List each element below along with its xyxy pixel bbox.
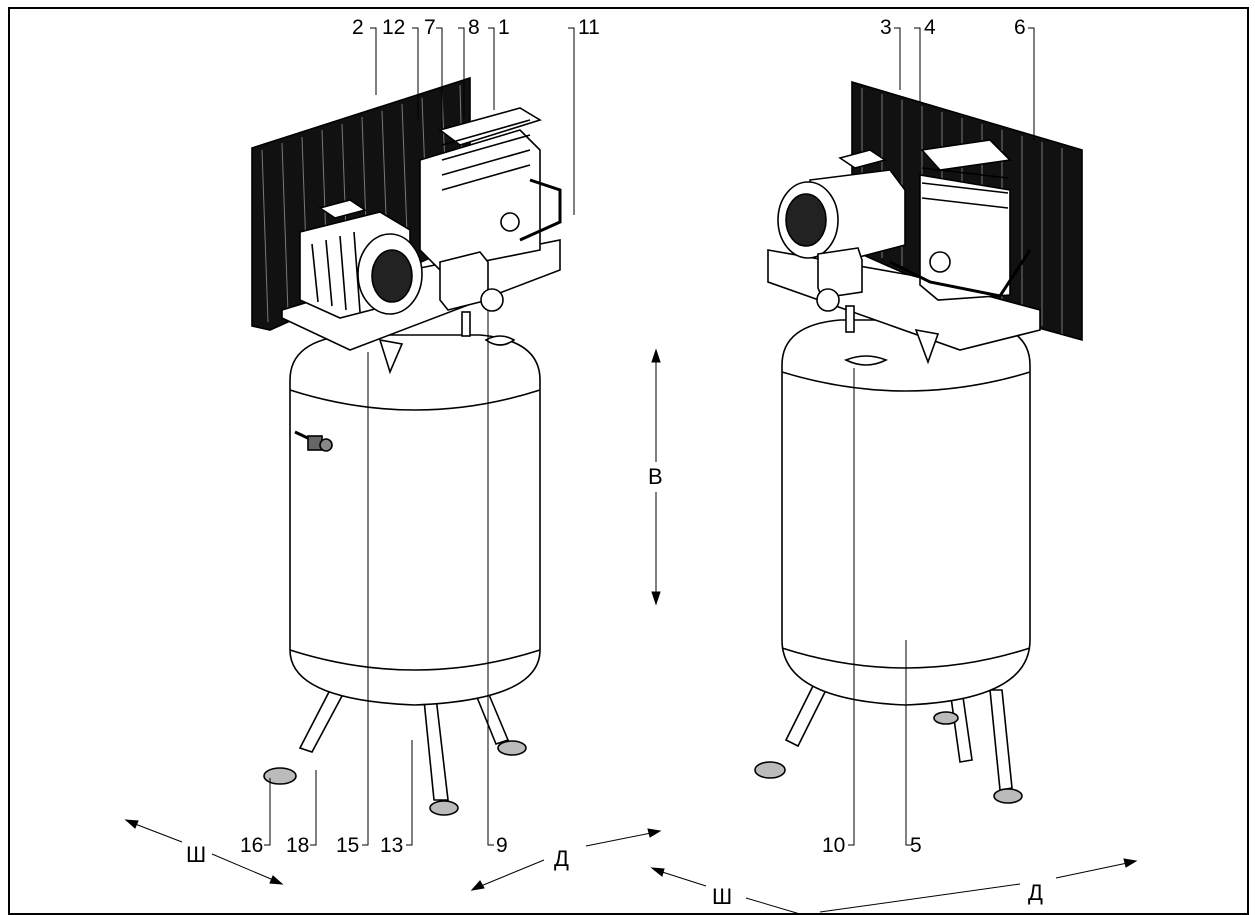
callout-16: 16 xyxy=(240,834,263,857)
pressure-gauge-rear xyxy=(816,288,840,312)
dimension-depth-label-left: Д xyxy=(554,846,569,871)
pressure-switch-rear xyxy=(817,247,863,299)
foot-rear-center xyxy=(933,711,959,725)
safety-valve xyxy=(461,311,471,337)
pump-port xyxy=(500,212,520,232)
tank-seam-top-rear xyxy=(781,371,1031,392)
callout-18: 18 xyxy=(286,834,309,857)
safety-valve-rear xyxy=(845,305,855,333)
foot-rear-right xyxy=(993,788,1023,804)
dimension-width-label-right: Ш xyxy=(712,884,732,909)
callout-3: 3 xyxy=(880,16,892,39)
callout-10: 10 xyxy=(822,834,845,857)
leader-lines xyxy=(264,27,1035,846)
callouts-top-left: 2 12 7 8 1 11 xyxy=(352,16,600,39)
dimension-width-label-left: Ш xyxy=(186,842,206,867)
callouts-bottom-left: 16 18 15 13 9 xyxy=(240,834,508,857)
callouts-top-right: 3 4 6 xyxy=(880,16,1026,39)
foot-rear-left xyxy=(754,761,786,779)
foot-center xyxy=(429,800,459,816)
pump-fins-rear xyxy=(920,139,1012,209)
pump-fins xyxy=(438,107,542,191)
callout-8: 8 xyxy=(468,16,480,39)
dimension-lines xyxy=(124,348,1138,915)
callout-2: 2 xyxy=(352,16,364,39)
pressure-gauge xyxy=(480,288,504,312)
bracket-rear xyxy=(914,328,940,365)
callout-13: 13 xyxy=(380,834,403,857)
pump-block xyxy=(419,129,541,271)
callout-6: 6 xyxy=(1014,16,1026,39)
compressor-front-view xyxy=(251,76,562,816)
bracket-left xyxy=(378,338,404,375)
discharge-pipe xyxy=(519,178,562,242)
dimension-depth-label-right: Д xyxy=(1028,880,1043,905)
compressor-rear-view xyxy=(754,80,1083,804)
motor-terminal-box-rear xyxy=(838,149,887,169)
foot-left-front xyxy=(263,767,297,785)
motor-fan-grille-rear xyxy=(785,193,827,247)
pump-port-rear xyxy=(929,251,951,273)
callout-9: 9 xyxy=(496,834,508,857)
foot-right xyxy=(497,740,527,756)
callout-11: 11 xyxy=(578,16,600,39)
tank-inspection-port xyxy=(484,335,516,346)
callout-4: 4 xyxy=(924,16,936,39)
discharge-pipe-rear xyxy=(889,249,1032,298)
callout-12: 12 xyxy=(382,16,405,39)
callouts-bottom-right: 10 5 xyxy=(822,834,922,857)
leg-left-front xyxy=(298,688,344,753)
diagram-border xyxy=(8,7,1249,915)
tank-seam-bottom xyxy=(289,649,541,671)
callout-7: 7 xyxy=(424,16,436,39)
motor-terminal-box xyxy=(318,199,367,219)
dimension-height-label: В xyxy=(648,464,663,489)
tank-body-front xyxy=(289,334,541,706)
leg-rear-right xyxy=(989,689,1013,791)
callout-15: 15 xyxy=(336,834,359,857)
tank-seam-top xyxy=(289,389,541,411)
tank-body-rear xyxy=(781,319,1031,706)
tank-inspection-port-rear xyxy=(844,355,888,366)
callout-1: 1 xyxy=(498,16,510,39)
dimension-labels: В Ш Д Ш Д xyxy=(186,464,1043,909)
motor-ribs xyxy=(311,231,361,313)
drain-valve xyxy=(294,430,333,452)
motor-fan-grille xyxy=(371,249,413,303)
callout-5: 5 xyxy=(910,834,922,857)
